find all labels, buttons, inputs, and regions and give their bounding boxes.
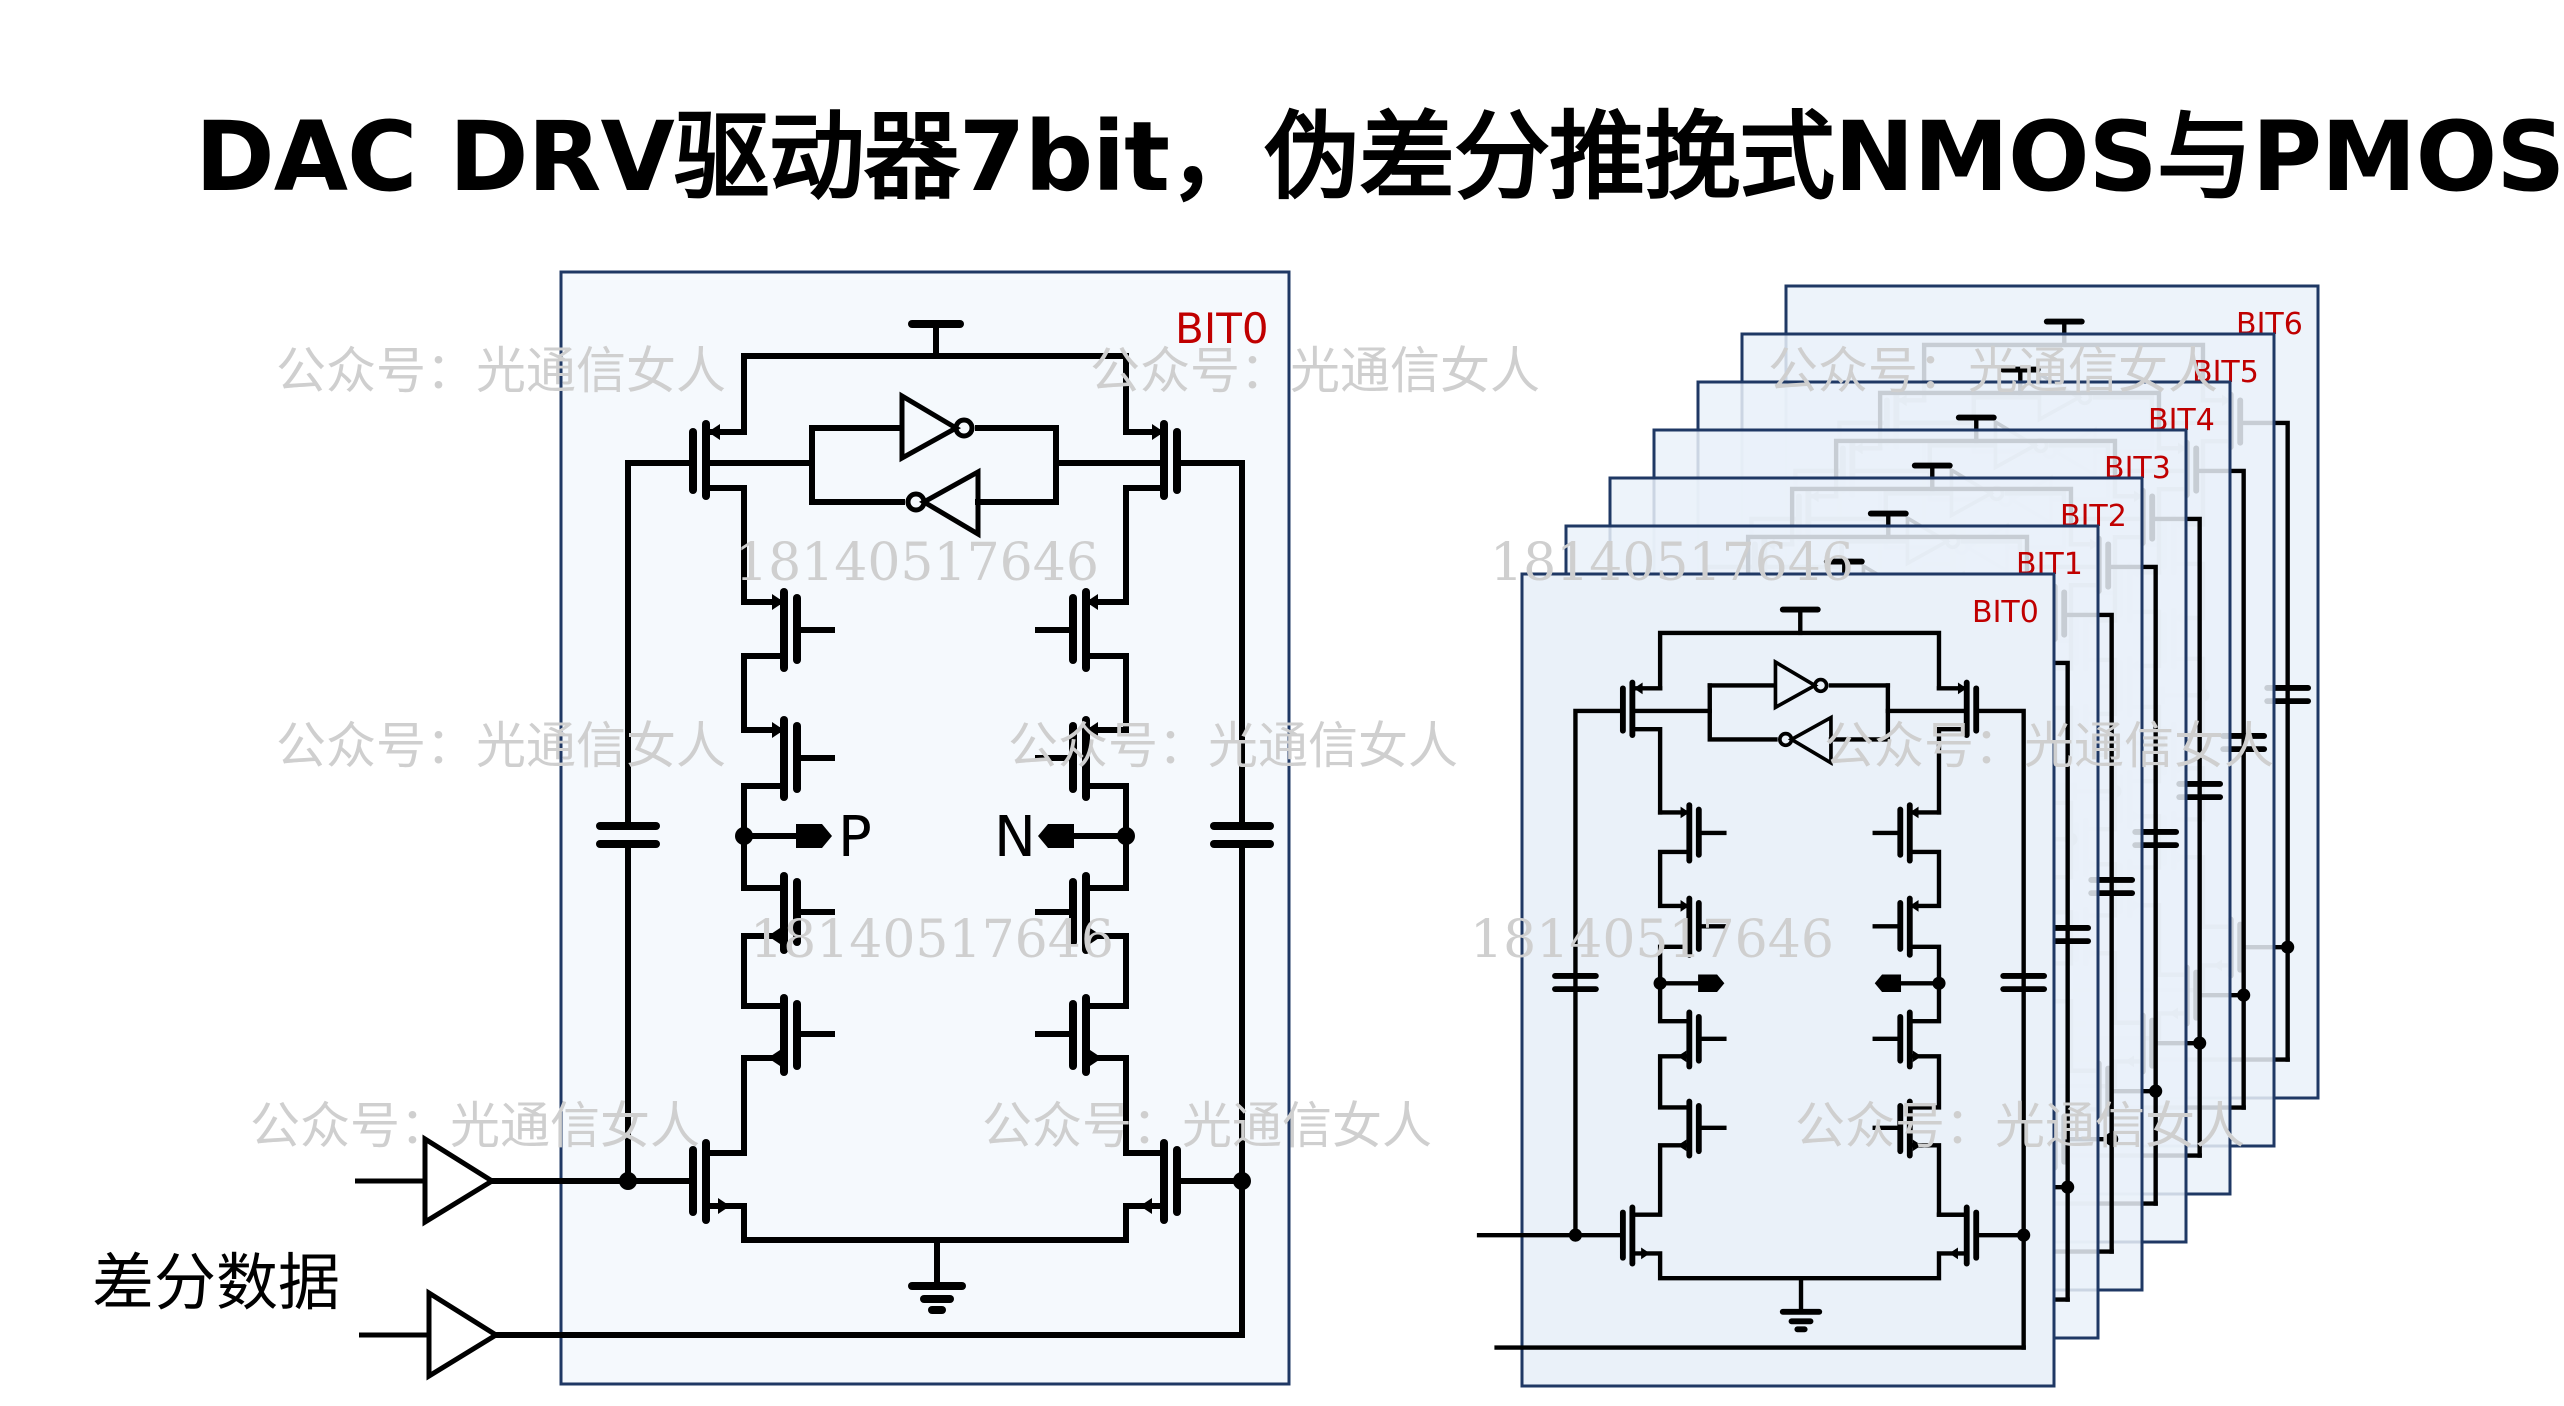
- watermarks: 公众号：光通信女人 公众号：光通信女人 公众号：光通信女人 公众号：光通信女人 …: [250, 342, 2274, 1155]
- bit-block-label: BIT0: [1972, 595, 2039, 630]
- watermark-phone: 18140517646: [750, 910, 1114, 970]
- watermark-account: 公众号：光通信女人: [1090, 342, 1540, 400]
- watermark-account: 公众号：光通信女人: [250, 1097, 700, 1155]
- input-buffer-2: [359, 1288, 564, 1381]
- watermark-account: 公众号：光通信女人: [276, 342, 726, 400]
- watermark-account: 公众号：光通信女人: [276, 717, 726, 775]
- node-n-label: N: [994, 805, 1036, 870]
- watermark-phone: 18140517646: [1490, 533, 1854, 593]
- watermark-account: 公众号：光通信女人: [1008, 717, 1458, 775]
- watermark-account: 公众号：光通信女人: [982, 1097, 1432, 1155]
- input-buffer-1: [355, 1134, 564, 1227]
- main-block-label: BIT0: [1175, 304, 1269, 353]
- watermark-phone: 18140517646: [1470, 910, 1834, 970]
- watermark-account: 公众号：光通信女人: [1768, 342, 2218, 400]
- watermark-account: 公众号：光通信女人: [1795, 1097, 2245, 1155]
- bit-block-bit0: BIT0: [1479, 572, 2056, 1388]
- watermark-phone: 18140517646: [735, 533, 1099, 593]
- node-p-label: P: [838, 805, 872, 870]
- differential-data-label: 差分数据: [92, 1246, 341, 1319]
- watermark-account: 公众号：光通信女人: [1824, 717, 2274, 775]
- page-title: DAC DRV驱动器7bit，伪差分推挽式NMOS与PMOS: [195, 101, 2564, 213]
